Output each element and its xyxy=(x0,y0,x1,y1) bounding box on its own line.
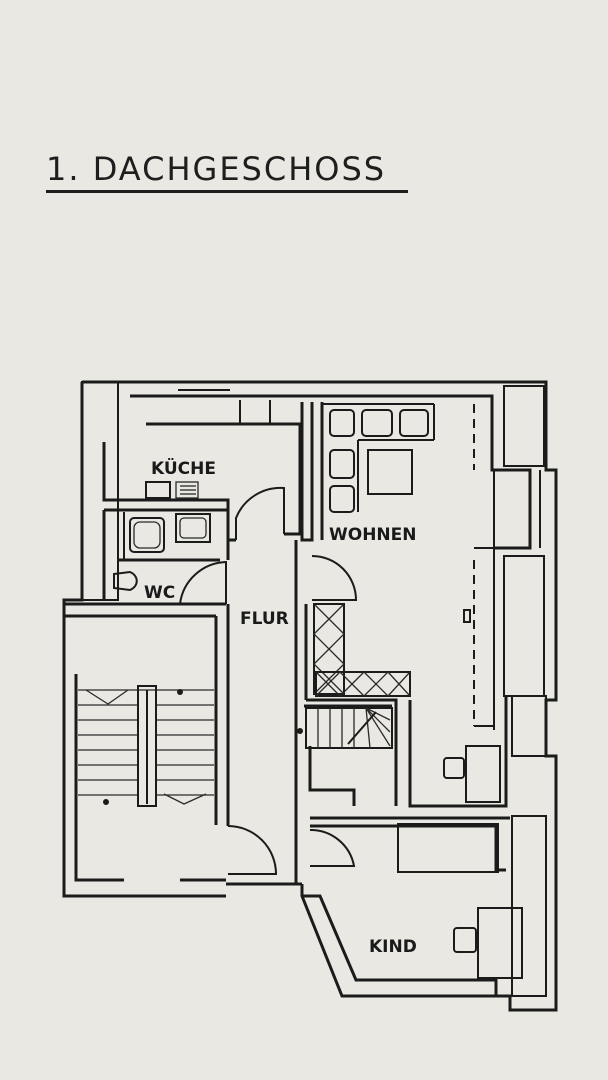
interior-walls xyxy=(64,400,510,886)
kind-room-furniture xyxy=(397,823,523,979)
outer-walls xyxy=(62,380,558,1012)
kitchen-fixtures xyxy=(145,481,199,499)
shelf-units xyxy=(313,603,411,697)
room-label-kind: KIND xyxy=(369,937,417,957)
living-room-furniture xyxy=(322,403,501,803)
room-label-wohnen: WOHNEN xyxy=(329,525,417,545)
room-label-kueche: KÜCHE xyxy=(151,457,216,479)
roof-slope-lines xyxy=(463,404,495,730)
room-label-wc: WC xyxy=(144,583,175,603)
room-labels: KÜCHE WC WOHNEN FLUR KIND xyxy=(144,457,417,957)
plan-title: 1. DACHGESCHOSS xyxy=(46,150,387,188)
door-swings xyxy=(179,486,358,875)
main-staircase xyxy=(78,685,214,807)
attic-stair xyxy=(297,707,393,749)
title-underline xyxy=(46,190,408,193)
wc-fixtures xyxy=(113,513,211,592)
room-label-flur: FLUR xyxy=(240,609,289,629)
